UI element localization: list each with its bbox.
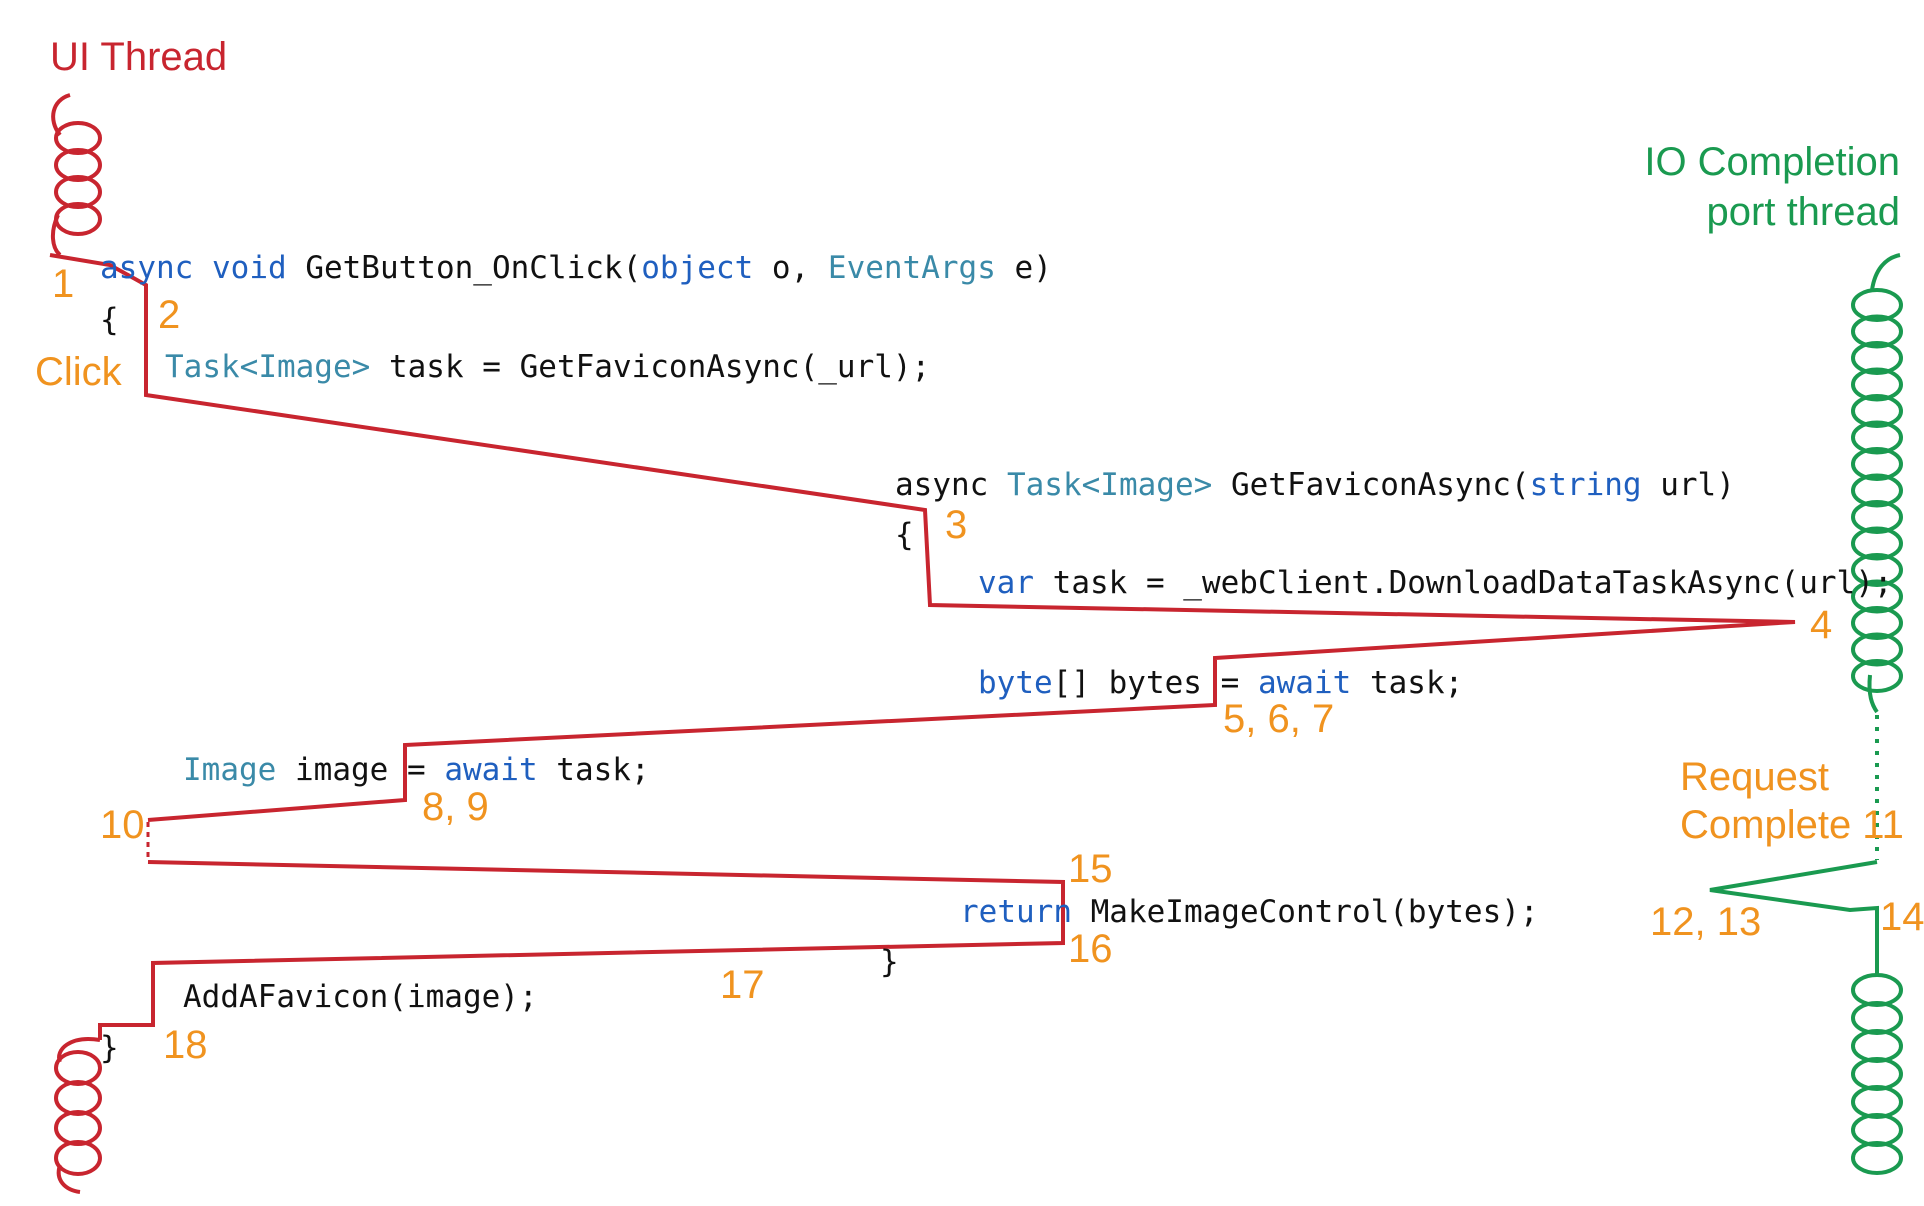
code-line-addafavicon: AddAFavicon(image);	[183, 979, 538, 1015]
ui-execution-path-lower	[98, 860, 1065, 1040]
code-keyword-string: string	[1530, 467, 1642, 503]
coil-loop	[1851, 500, 1903, 534]
request-complete-label-line2: Complete 11	[1680, 803, 1904, 847]
code-line-open-brace: {	[100, 302, 119, 338]
code-line-return: return MakeImageControl(bytes);	[960, 894, 1539, 930]
coil-loop	[54, 175, 102, 209]
coil-loop	[54, 1050, 102, 1086]
code-keyword-await: await	[1258, 665, 1351, 701]
code-line-onclick-signature: async void GetButton_OnClick(object o, E…	[100, 250, 1052, 286]
io-thread-bottom-coil	[1851, 962, 1903, 1175]
step-15: 15	[1068, 847, 1113, 891]
code-type-eventargs: EventArgs	[828, 250, 996, 286]
code-type-image: Image	[183, 752, 276, 788]
click-label: Click	[35, 350, 123, 394]
step-4: 4	[1810, 603, 1832, 647]
code-line-close-brace: }	[100, 1030, 119, 1066]
code-line-await-image: Image image = await task;	[183, 752, 650, 788]
code-keyword-object: object	[641, 250, 753, 286]
step-14: 14	[1880, 895, 1924, 939]
step-10: 10	[100, 803, 145, 847]
coil-loop	[1851, 1001, 1903, 1035]
code-keyword-await: await	[444, 752, 537, 788]
code-type-task-image: Task<Image>	[165, 349, 370, 385]
ui-thread-label: UI Thread	[50, 35, 227, 79]
io-thread-label-line2: port thread	[1707, 190, 1900, 234]
coil-tail	[51, 214, 62, 257]
code-text: e)	[996, 250, 1052, 286]
coil-loop	[54, 1080, 102, 1116]
coil-loop	[1851, 632, 1903, 667]
coil-loop	[1851, 447, 1903, 481]
coil-loop	[1851, 288, 1903, 322]
code-keyword-async: async	[100, 250, 193, 286]
ui-thread-top-coil	[51, 93, 102, 257]
code-keyword-var: var	[978, 565, 1034, 601]
coil-loop	[1851, 314, 1903, 349]
coil-loop	[1851, 420, 1903, 455]
code-line-getfavicon-signature: async Task<Image> GetFaviconAsync(string…	[895, 467, 1735, 503]
coil-loop	[1851, 394, 1903, 428]
code-text: GetButton_OnClick(	[287, 250, 642, 286]
coil-loop	[1851, 659, 1903, 693]
request-complete-label-line1: Request	[1680, 755, 1829, 799]
code-text: MakeImageControl(bytes);	[1072, 894, 1539, 930]
coil-loop	[54, 148, 102, 182]
code-type-task-image: Task<Image>	[1007, 467, 1212, 503]
code-text: async	[895, 467, 1007, 503]
code-line-task-assign: Task<Image> task = GetFaviconAsync(_url)…	[165, 349, 930, 385]
code-text: GetFaviconAsync(	[1212, 467, 1529, 503]
ui-thread-bottom-coil	[54, 1037, 102, 1194]
code-text: url)	[1642, 467, 1735, 503]
coil-loop	[1851, 1113, 1903, 1147]
coil-loop	[1851, 553, 1903, 587]
step-8-9: 8, 9	[422, 785, 489, 829]
coil-loop	[1851, 1085, 1903, 1119]
coil-hook	[1870, 253, 1901, 291]
code-text: task;	[1351, 665, 1463, 701]
coil-loop	[1851, 1141, 1903, 1175]
code-line-download: var task = _webClient.DownloadDataTaskAs…	[978, 565, 1893, 601]
io-thread-label-line1: IO Completion	[1644, 140, 1900, 184]
coil-loop	[54, 1140, 102, 1176]
step-16: 16	[1068, 927, 1113, 971]
code-line-await-bytes: byte[] bytes = await task;	[978, 665, 1463, 701]
code-keyword-return: return	[960, 894, 1072, 930]
code-text: task = GetFaviconAsync(_url);	[370, 349, 930, 385]
ui-execution-path-upper	[49, 253, 1796, 822]
coil-loop	[54, 1110, 102, 1146]
step-12-13: 12, 13	[1650, 900, 1761, 944]
io-thread-top-coil	[1851, 253, 1903, 714]
coil-loop	[1851, 1057, 1903, 1091]
code-text: [] bytes =	[1053, 665, 1258, 701]
step-17: 17	[720, 963, 765, 1007]
step-2: 2	[158, 293, 180, 337]
coil-loop	[1851, 341, 1903, 375]
code-keyword-byte: byte	[978, 665, 1053, 701]
coil-loop	[54, 121, 102, 155]
code-line-close-brace-2: }	[880, 944, 899, 980]
coil-loop	[1851, 1029, 1903, 1063]
code-text: task;	[538, 752, 650, 788]
coil-loop	[1851, 579, 1903, 614]
coil-tail	[56, 1164, 81, 1194]
coil-tail	[1867, 674, 1879, 714]
coil-loop	[1851, 367, 1903, 402]
io-completion-path	[1709, 860, 1879, 962]
step-5-6-7: 5, 6, 7	[1223, 697, 1334, 741]
code-keyword-void: void	[212, 250, 287, 286]
code-line-open-brace-2: {	[895, 517, 914, 553]
step-3: 3	[945, 503, 967, 547]
coil-loop	[1851, 606, 1903, 640]
step-18: 18	[163, 1023, 208, 1067]
code-text: o,	[753, 250, 828, 286]
code-text: image =	[276, 752, 444, 788]
code-text: task = _webClient.DownloadDataTaskAsync(…	[1034, 565, 1893, 601]
step-1: 1	[52, 262, 74, 306]
coil-loop	[1851, 473, 1903, 508]
coil-loop	[1851, 973, 1903, 1007]
coil-loop	[1851, 526, 1903, 561]
